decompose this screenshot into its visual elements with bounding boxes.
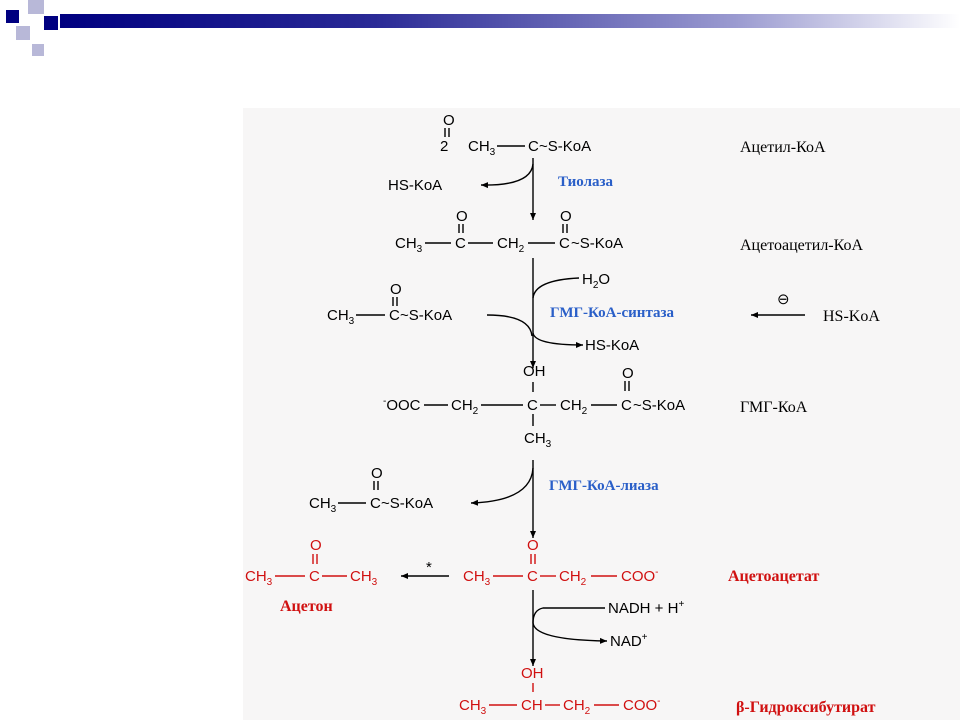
atom-c: C <box>527 568 538 585</box>
acetoacetate-molecule: O CH3 C CH2 COO- <box>463 537 659 588</box>
hmg-coa-name: ГМГ-КоА <box>740 399 808 416</box>
atom-ch3: CH3 <box>245 568 273 588</box>
atom-ch2: CH2 <box>451 397 479 417</box>
acetyl-coa-name: Ацетил-КоА <box>740 139 826 156</box>
header-square-mid <box>44 16 58 30</box>
carbonyl-o: O <box>456 208 468 225</box>
atom-ch3: CH3 <box>463 568 491 588</box>
atom-c: C <box>528 138 539 155</box>
acetoacetyl-coa-molecule: O O CH3 C CH2 C ~S-KoA <box>395 208 623 255</box>
header-square-light <box>32 44 44 56</box>
atom-c: C <box>389 307 400 324</box>
carbonyl-o: O <box>443 112 455 129</box>
enzyme-hmg-coa-lyase: ГМГ-КоА-лиаза <box>549 478 659 494</box>
hmg-coa-molecule: OH O -OOC CH2 C CH2 C ~S-KoA CH3 <box>383 363 685 450</box>
acetoacetate-name: Ацетоацетат <box>728 568 819 585</box>
carbonyl-o: O <box>622 365 634 382</box>
acetyl-prefix: 2 <box>440 138 448 155</box>
thioester-tail: ~S-KoA <box>633 397 685 414</box>
enzyme-thiolase: Тиолаза <box>558 174 614 190</box>
acetyl-coa-substrate: O CH3 C ~S-KoA <box>327 281 452 327</box>
thioester-tail: ~S-KoA <box>571 235 623 252</box>
carbonyl-o: O <box>390 281 402 298</box>
inhibitor-hs-koa: HS-KoA <box>823 308 880 325</box>
carbonyl-o: O <box>310 537 322 554</box>
diagram-svg: O 2 CH3 C ~S-KoA Ацетил-КоА HS-KoA Тиола… <box>245 112 880 717</box>
carboxylate: COO- <box>621 567 659 585</box>
acetone-name: Ацетон <box>280 598 333 615</box>
acetoacetyl-coa-name: Ацетоацетил-КоА <box>740 237 864 254</box>
atom-ch2: CH2 <box>563 697 591 717</box>
header-square-light <box>28 0 44 14</box>
acetone-arrow-mark: * <box>426 559 432 576</box>
atom-ch2: CH2 <box>560 397 588 417</box>
cofactor-nadh: NADH + H+ <box>608 599 684 617</box>
header-square-light <box>16 26 30 40</box>
hydroxyl-oh: OH <box>521 665 544 682</box>
release-arrow-1 <box>480 163 534 189</box>
header-square-dark <box>6 10 19 23</box>
atom-ch: CH <box>521 697 543 714</box>
atom-ch3: CH3 <box>350 568 378 588</box>
released-hs-koa-1: HS-KoA <box>388 177 442 194</box>
ketogenesis-diagram: O 2 CH3 C ~S-KoA Ацетил-КоА HS-KoA Тиола… <box>243 108 960 720</box>
atom-ch2: CH2 <box>559 568 587 588</box>
atom-c: C <box>455 235 466 252</box>
acetyl-coa-molecule: O 2 CH3 C ~S-KoA <box>440 112 591 158</box>
carbonyl-o: O <box>560 208 572 225</box>
thioester-tail: ~S-KoA <box>539 138 591 155</box>
carboxylate: COO- <box>623 696 661 714</box>
atom-ch3: CH3 <box>395 235 423 255</box>
water: H2O <box>582 271 610 291</box>
header-gradient-bar <box>60 14 960 28</box>
atom-c: C <box>559 235 570 252</box>
carboxylate: -OOC <box>383 396 421 414</box>
atom-c: C <box>309 568 320 585</box>
inhibition-sign: ⊖ <box>777 291 790 308</box>
substrate-arrow <box>486 314 533 337</box>
hydroxyl-oh: OH <box>523 363 546 380</box>
atom-c: C <box>527 397 538 414</box>
hydroxybutyrate-molecule: OH CH3 CH CH2 COO- <box>459 665 661 717</box>
atom-ch2: CH2 <box>497 235 525 255</box>
thioester-tail: ~S-KoA <box>400 307 452 324</box>
atom-c: C <box>370 495 381 512</box>
release-arrow-2 <box>532 332 584 348</box>
released-acetyl-coa: O CH3 C ~S-KoA <box>309 465 433 515</box>
atom-c: C <box>621 397 632 414</box>
carbonyl-o: O <box>527 537 539 554</box>
atom-ch3: CH3 <box>327 307 355 327</box>
water-arrow <box>532 277 580 299</box>
atom-ch3: CH3 <box>468 138 496 158</box>
enzyme-hmg-coa-synthase: ГМГ-КоА-синтаза <box>550 305 675 321</box>
cofactor-nad: NAD+ <box>610 632 648 650</box>
cofactor-arrow <box>532 607 608 644</box>
atom-ch3: CH3 <box>524 430 552 450</box>
acetone-molecule: O CH3 C CH3 <box>245 537 378 588</box>
atom-ch3: CH3 <box>459 697 487 717</box>
release-arrow-3 <box>470 467 534 506</box>
atom-ch3: CH3 <box>309 495 337 515</box>
released-hs-koa-2: HS-KoA <box>585 337 639 354</box>
thioester-tail: ~S-KoA <box>381 495 433 512</box>
carbonyl-o: O <box>371 465 383 482</box>
hydroxybutyrate-name: β-Гидроксибутират <box>736 699 876 716</box>
